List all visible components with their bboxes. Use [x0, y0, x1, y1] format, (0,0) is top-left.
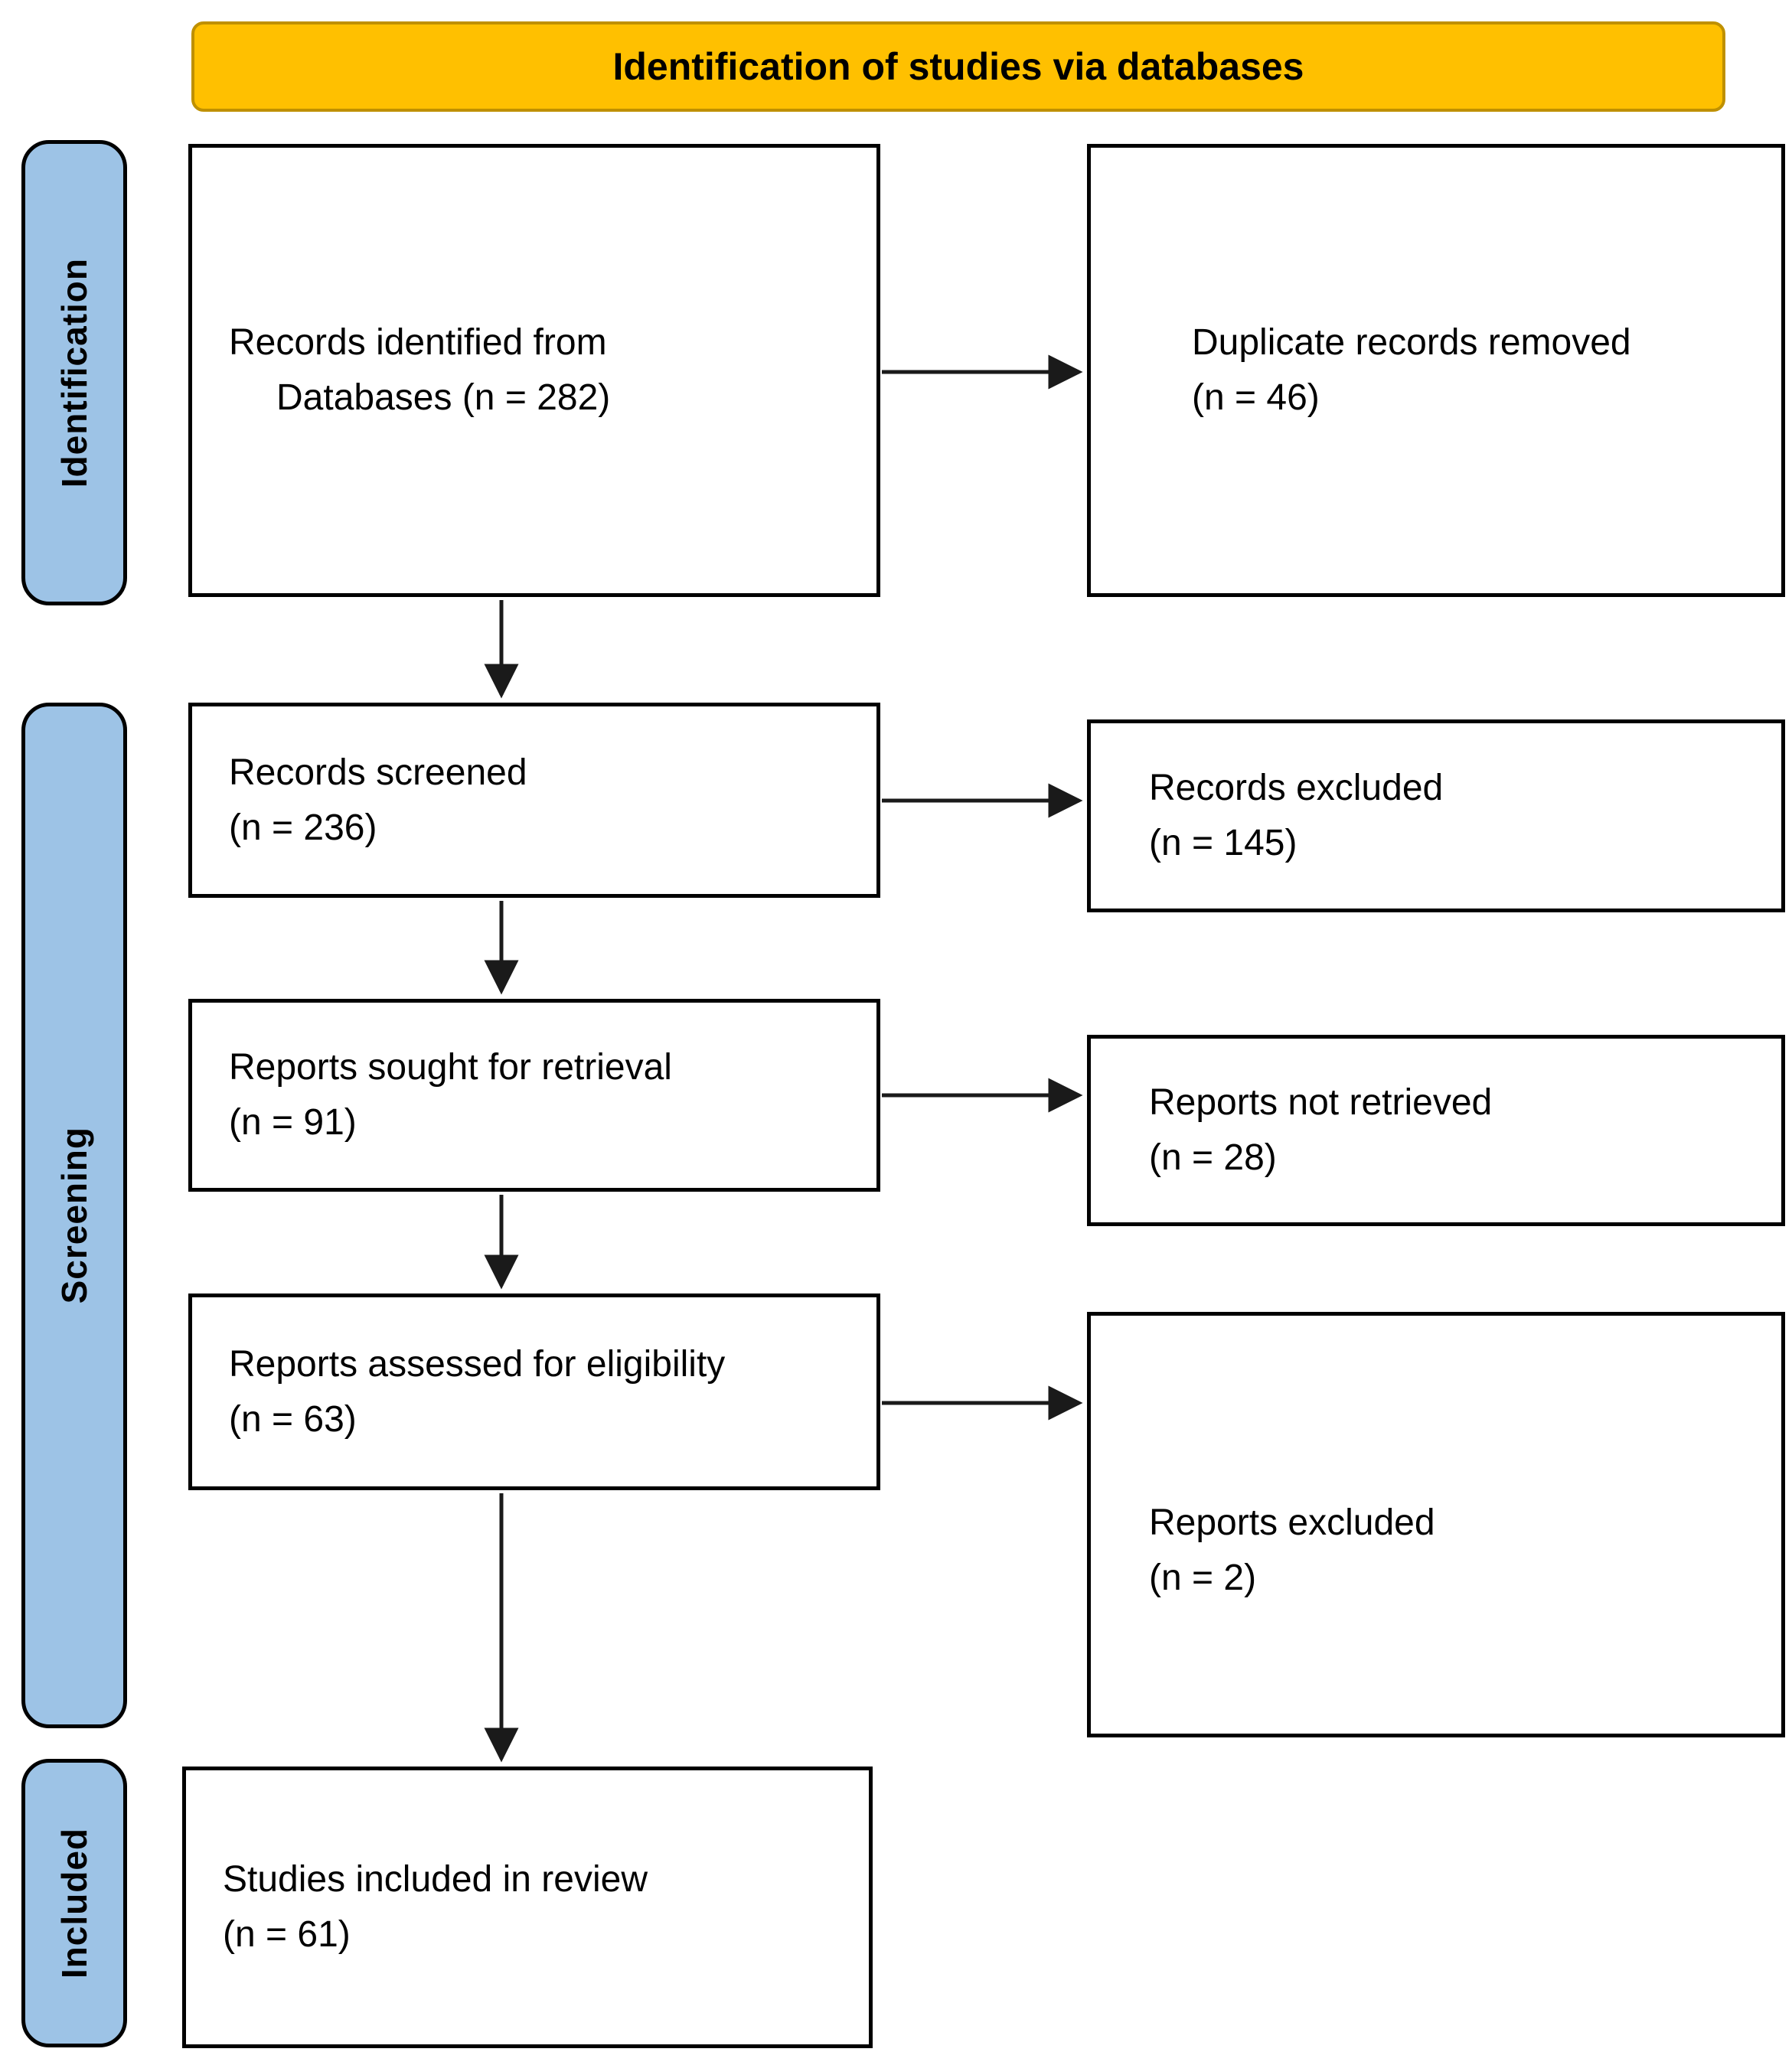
box-records-screened-line2: (n = 236)	[229, 807, 377, 848]
box-reports-excluded-text: Reports excluded (n = 2)	[1149, 1496, 1766, 1606]
box-reports-excluded: Reports excluded (n = 2)	[1087, 1312, 1785, 1737]
box-reports-excluded-line1: Reports excluded	[1149, 1502, 1435, 1543]
box-records-excluded-line1: Records excluded	[1149, 768, 1444, 808]
box-studies-included-line2: (n = 61)	[223, 1914, 351, 1955]
box-reports-sought-line2: (n = 91)	[229, 1102, 357, 1143]
stage-label-screening: Screening	[21, 703, 127, 1728]
box-records-identified: Records identified from Databases (n = 2…	[188, 144, 880, 597]
box-reports-not-retrieved-line1: Reports not retrieved	[1149, 1082, 1493, 1123]
box-duplicates-removed-line2: (n = 46)	[1192, 377, 1320, 418]
stage-label-included: Included	[21, 1759, 127, 2047]
box-duplicates-removed-line1: Duplicate records removed	[1192, 322, 1631, 363]
box-records-excluded-line2: (n = 145)	[1149, 823, 1297, 863]
box-records-identified-line1: Records identified from	[229, 322, 607, 363]
box-records-screened: Records screened (n = 236)	[188, 703, 880, 898]
box-reports-not-retrieved-line2: (n = 28)	[1149, 1137, 1277, 1178]
header-banner: Identification of studies via databases	[191, 21, 1725, 112]
box-reports-sought-line1: Reports sought for retrieval	[229, 1047, 672, 1088]
box-duplicates-removed: Duplicate records removed (n = 46)	[1087, 144, 1785, 597]
box-studies-included-line1: Studies included in review	[223, 1859, 648, 1900]
stage-label-identification: Identification	[21, 140, 127, 605]
header-title: Identification of studies via databases	[612, 45, 1304, 88]
box-reports-assessed: Reports assessed for eligibility (n = 63…	[188, 1294, 880, 1490]
stage-label-identification-text: Identification	[54, 257, 94, 488]
box-reports-excluded-line2: (n = 2)	[1149, 1558, 1257, 1598]
box-reports-assessed-line1: Reports assessed for eligibility	[229, 1343, 726, 1385]
box-records-identified-line2: Databases (n = 282)	[276, 377, 611, 418]
box-reports-assessed-line2: (n = 63)	[229, 1398, 357, 1440]
box-reports-sought: Reports sought for retrieval (n = 91)	[188, 999, 880, 1192]
box-reports-not-retrieved: Reports not retrieved (n = 28)	[1087, 1035, 1785, 1226]
box-records-screened-line1: Records screened	[229, 752, 527, 793]
box-studies-included: Studies included in review (n = 61)	[182, 1767, 873, 2048]
box-records-excluded: Records excluded (n = 145)	[1087, 719, 1785, 912]
stage-label-included-text: Included	[54, 1827, 94, 1979]
stage-label-screening-text: Screening	[54, 1127, 94, 1304]
